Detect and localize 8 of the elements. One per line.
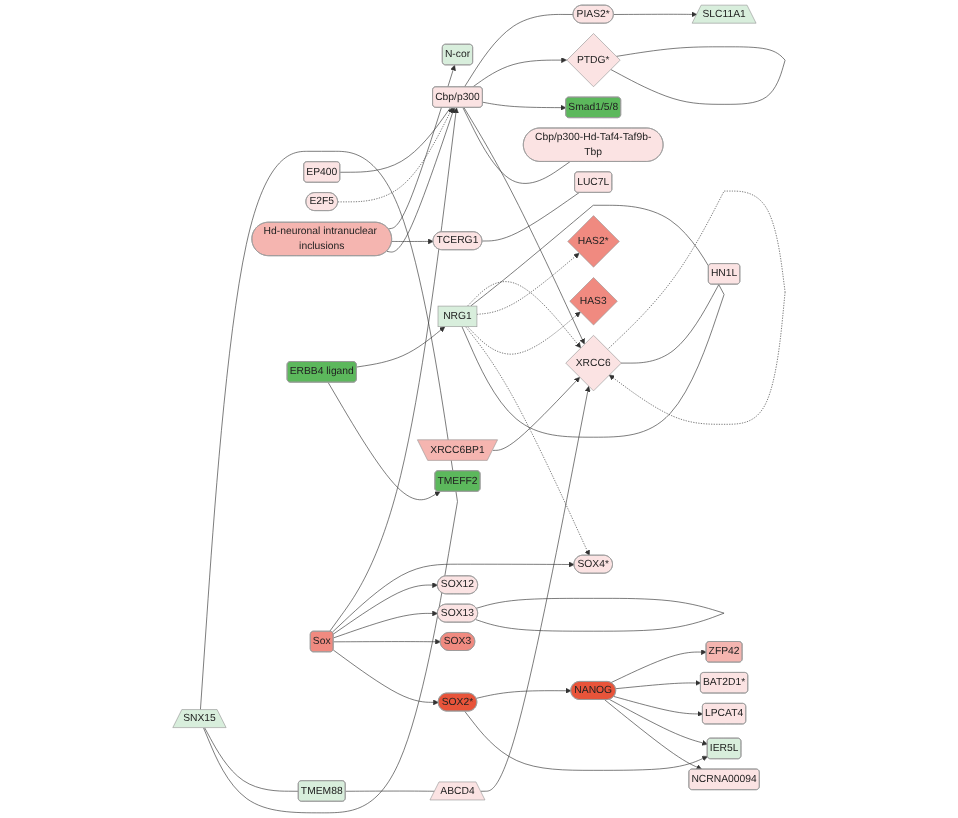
connector (200, 151, 458, 814)
connector (462, 107, 571, 184)
connector (475, 598, 725, 632)
connector (620, 284, 720, 364)
connector (345, 790, 436, 792)
connector (204, 727, 299, 792)
connector (339, 107, 451, 173)
connector (610, 46, 786, 105)
